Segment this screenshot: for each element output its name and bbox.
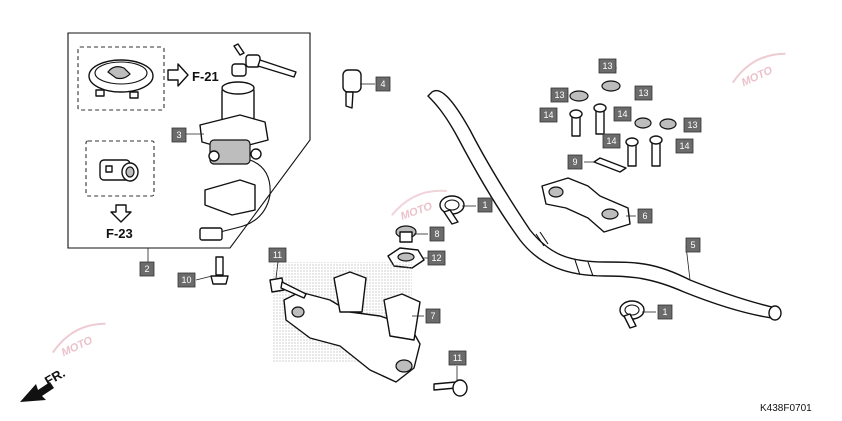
svg-text:14: 14: [679, 141, 689, 151]
bolts-14-part[interactable]: [569, 103, 663, 167]
ignition-switch-part[interactable]: [199, 81, 271, 241]
callout-9[interactable]: 9: [567, 154, 583, 170]
key-4-part[interactable]: [342, 69, 362, 109]
arrow-f21: [167, 63, 189, 87]
callout-13-c[interactable]: 13: [634, 85, 653, 101]
handlebar-holder-part[interactable]: [541, 177, 631, 233]
lock-cylinder-icon: [99, 159, 139, 182]
callout-2[interactable]: 2: [139, 261, 155, 277]
bolt-10-part[interactable]: [210, 256, 229, 285]
bolt-11-left-part[interactable]: [269, 277, 307, 299]
ref-f23[interactable]: F-23: [106, 226, 133, 241]
callout-14-c[interactable]: 14: [602, 133, 621, 149]
plate-9-part[interactable]: [593, 157, 627, 173]
svg-text:7: 7: [430, 311, 435, 321]
svg-text:5: 5: [690, 240, 695, 250]
callout-13-b[interactable]: 13: [550, 87, 569, 103]
svg-text:13: 13: [554, 90, 564, 100]
clamp-1-lower-part[interactable]: [619, 300, 645, 329]
svg-text:2: 2: [144, 264, 149, 274]
callout-14-b[interactable]: 14: [613, 106, 632, 122]
ref-f21[interactable]: F-21: [192, 69, 219, 84]
fuel-cap-box: [77, 46, 165, 111]
svg-text:14: 14: [606, 136, 616, 146]
top-bridge-part[interactable]: [272, 262, 421, 383]
svg-text:6: 6: [642, 211, 647, 221]
diagram-code: K438F0701: [760, 403, 812, 414]
callout-10[interactable]: 10: [177, 272, 196, 288]
callout-8[interactable]: 8: [429, 226, 445, 242]
callout-7[interactable]: 7: [425, 308, 441, 324]
nut-8-part[interactable]: [395, 225, 417, 243]
svg-text:11: 11: [453, 353, 462, 363]
clamp-1-upper-part[interactable]: [439, 195, 465, 225]
callout-1-lower[interactable]: 1: [657, 304, 673, 320]
svg-text:1: 1: [482, 200, 487, 210]
svg-text:1: 1: [662, 307, 667, 317]
watermark-logo: MOTO: [731, 52, 786, 89]
callout-5[interactable]: 5: [685, 237, 701, 253]
callout-4[interactable]: 4: [375, 76, 391, 92]
svg-text:8: 8: [434, 229, 439, 239]
lock-cylinder-box: [85, 140, 155, 197]
callout-13-a[interactable]: 13: [598, 58, 617, 74]
watermark-logo: MOTO: [51, 322, 106, 359]
fuel-cap-icon: [88, 59, 154, 99]
arrow-f23: [110, 204, 132, 223]
svg-text:13: 13: [638, 88, 648, 98]
callout-14-a[interactable]: 14: [539, 107, 558, 123]
callout-3[interactable]: 3: [171, 127, 187, 143]
callout-11-right[interactable]: 11: [448, 350, 467, 366]
svg-text:13: 13: [687, 120, 697, 130]
callout-1-upper[interactable]: 1: [477, 197, 493, 213]
callout-12[interactable]: 12: [427, 250, 446, 266]
svg-text:4: 4: [380, 79, 385, 89]
svg-text:13: 13: [602, 61, 612, 71]
key-icon: [231, 43, 297, 78]
svg-text:14: 14: [617, 109, 627, 119]
callout-11-left[interactable]: 11: [268, 247, 287, 263]
svg-text:12: 12: [431, 253, 441, 263]
callout-14-d[interactable]: 14: [675, 138, 694, 154]
callout-6[interactable]: 6: [637, 208, 653, 224]
svg-text:9: 9: [572, 157, 577, 167]
svg-text:11: 11: [273, 250, 282, 260]
svg-text:3: 3: [176, 130, 181, 140]
svg-text:10: 10: [181, 275, 191, 285]
svg-text:14: 14: [543, 110, 553, 120]
front-direction-arrow: FR.: [20, 365, 68, 402]
callout-13-d[interactable]: 13: [683, 117, 702, 133]
handlebar-part[interactable]: [427, 89, 782, 321]
bolt-11-right-part[interactable]: [433, 379, 468, 397]
